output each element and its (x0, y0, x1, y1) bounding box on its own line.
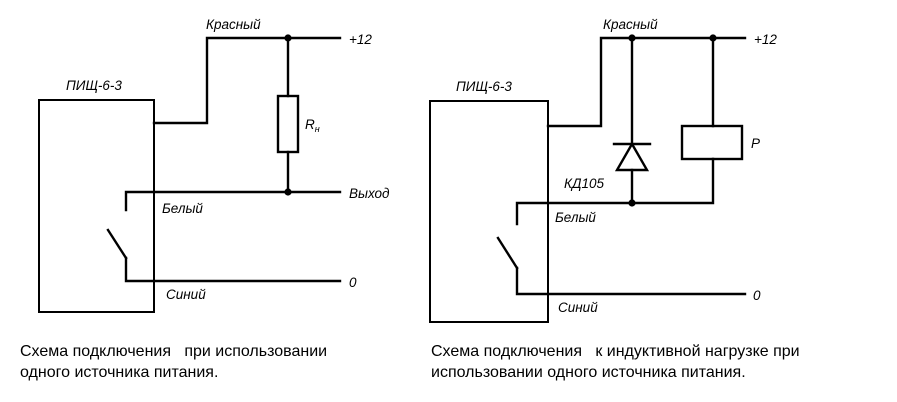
diode-label: КД105 (564, 176, 604, 191)
blue-wire-left (124, 256, 342, 283)
circuit-left (38, 34, 342, 313)
load-resistor (276, 94, 300, 154)
caption-left-line2: одного источника питания. (20, 364, 219, 381)
red-wire-label-right: Красный (603, 17, 658, 32)
red-wire-label-left: Красный (206, 17, 261, 32)
supply-label-left: +12 (349, 32, 372, 47)
red-wire-left (152, 36, 342, 125)
resistor-label: Rн (305, 117, 320, 134)
white-wire-left (124, 190, 342, 212)
caption-right-line2: использовании одного источника питания. (431, 364, 746, 381)
labels-right: ПИЩ-6-3 Красный +12 КД105 Р Белый 0 Сини… (456, 17, 777, 315)
relay-coil (680, 124, 744, 161)
relay-label: Р (751, 136, 760, 151)
relay-lead-bottom (515, 157, 715, 226)
resistor-subscript: н (315, 124, 320, 134)
junction-dot (284, 34, 292, 42)
junction-dot (709, 34, 717, 42)
switch-blade-left (106, 228, 128, 260)
flyback-diode (614, 141, 650, 172)
supply-label-right: +12 (754, 32, 777, 47)
sensor-body-left (38, 99, 155, 313)
circuit-right (429, 34, 747, 323)
white-wire-label-left: Белый (162, 201, 203, 216)
device-label-right: ПИЩ-6-3 (456, 79, 512, 94)
labels-left: ПИЩ-6-3 Красный +12 Выход Белый 0 Синий … (66, 17, 390, 302)
caption-left: Схема подключения при использовании одно… (20, 341, 415, 383)
junction-dot (628, 199, 636, 207)
resistor-symbol: R (305, 117, 315, 132)
ground-label-right: 0 (753, 288, 761, 303)
output-label-left: Выход (349, 186, 390, 201)
switch-blade-right (496, 236, 519, 270)
blue-wire-label-right: Синий (558, 300, 598, 315)
device-label-left: ПИЩ-6-3 (66, 78, 122, 93)
caption-left-line1: Схема подключения при использовании (20, 343, 328, 360)
sensor-body-right (429, 100, 549, 323)
caption-right: Схема подключения к индуктивной нагрузке… (431, 341, 886, 383)
white-wire-label-right: Белый (555, 210, 596, 225)
junction-dot (284, 188, 292, 196)
ground-label-left: 0 (349, 275, 357, 290)
caption-right-line1: Схема подключения к индуктивной нагрузке… (431, 343, 800, 360)
blue-wire-right (515, 266, 747, 296)
junction-dot (628, 34, 636, 42)
red-wire-right (546, 36, 747, 128)
blue-wire-label-left: Синий (166, 287, 206, 302)
